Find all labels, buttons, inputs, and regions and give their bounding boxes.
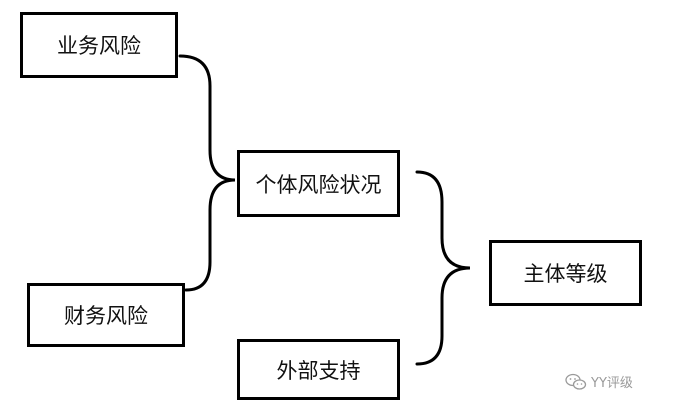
watermark: YY评级 (565, 372, 633, 391)
financial-risk-box: 财务风险 (27, 283, 185, 347)
individual-risk-box: 个体风险状况 (237, 150, 400, 217)
wechat-icon (565, 373, 587, 390)
external-support-label: 外部支持 (276, 358, 361, 383)
business-risk-label: 业务风险 (57, 34, 141, 58)
subject-rating-box: 主体等级 (489, 240, 642, 306)
brace-left (178, 54, 236, 292)
subject-rating-label: 主体等级 (523, 262, 608, 286)
watermark-text: YY评级 (591, 376, 633, 391)
business-risk-box: 业务风险 (20, 12, 178, 78)
external-support-box: 外部支持 (237, 339, 400, 400)
brace-right (415, 170, 471, 366)
individual-risk-label: 个体风险状况 (255, 172, 382, 197)
financial-risk-label: 财务风险 (64, 304, 148, 328)
